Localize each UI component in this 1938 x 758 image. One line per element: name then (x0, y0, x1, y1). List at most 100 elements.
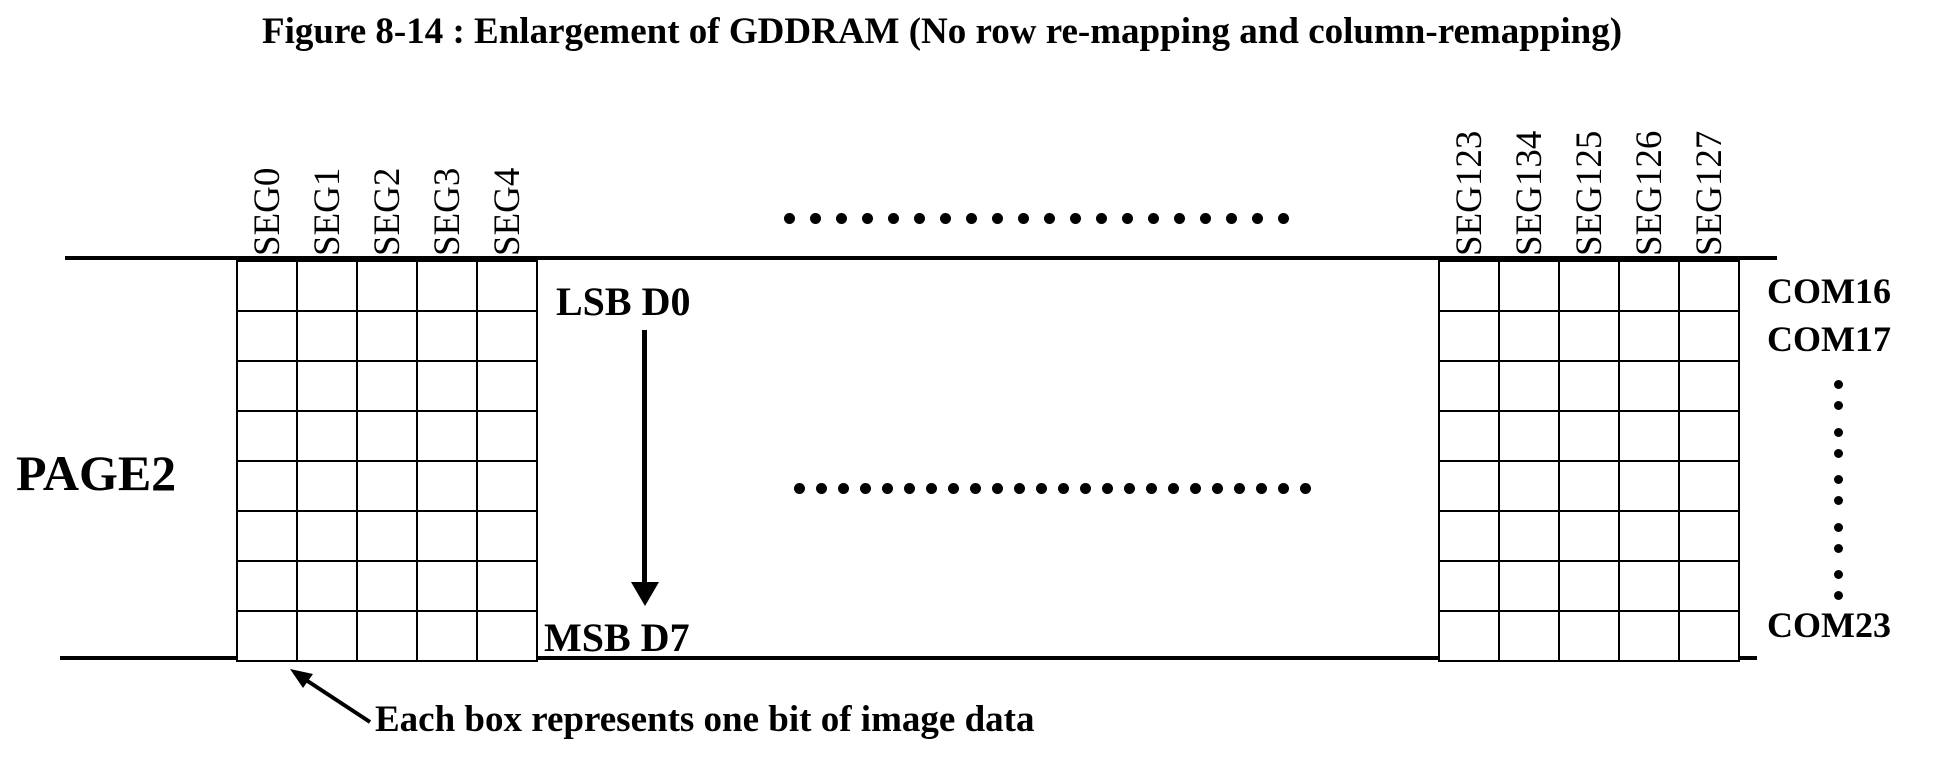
com23-label: COM23 (1767, 605, 1891, 645)
bit-cell (478, 312, 536, 360)
ellipsis-dot (1190, 483, 1201, 494)
ellipsis-dot (1278, 213, 1289, 224)
ellipsis-dot (1252, 213, 1263, 224)
bit-cell (298, 562, 356, 610)
bit-cell (418, 512, 476, 560)
bit-cell (1680, 462, 1738, 510)
bit-cell (298, 312, 356, 360)
ellipsis-dot (810, 213, 821, 224)
bit-cell (418, 262, 476, 310)
bit-cell (1440, 562, 1498, 610)
bit-cell (298, 512, 356, 560)
ellipsis-dot (1122, 213, 1133, 224)
com16-label: COM16 (1767, 271, 1891, 311)
bit-cell (298, 412, 356, 460)
ellipsis-dot (838, 483, 849, 494)
figure-title: Figure 8-14 : Enlargement of GDDRAM (No … (262, 11, 1623, 52)
bit-cell (358, 312, 416, 360)
ellipsis-dot (1096, 213, 1107, 224)
bit-cell (1440, 312, 1498, 360)
right-bit-grid (1438, 260, 1740, 662)
bit-cell (478, 612, 536, 660)
bit-cell (1560, 612, 1618, 660)
bit-cell (1560, 362, 1618, 410)
lsb-d0-label: LSB D0 (556, 279, 691, 324)
com17-label: COM17 (1767, 319, 1891, 359)
ellipsis-dot (1036, 483, 1047, 494)
com-ellipsis-dot (1834, 380, 1843, 389)
bit-cell (358, 462, 416, 510)
bit-cell (298, 362, 356, 410)
bit-cell (1680, 612, 1738, 660)
bit-cell (418, 412, 476, 460)
bit-cell (478, 462, 536, 510)
ellipsis-dot (1212, 483, 1223, 494)
bit-cell (1500, 362, 1558, 410)
page2-label: PAGE2 (16, 445, 177, 501)
bit-cell (238, 612, 296, 660)
ellipsis-dot (816, 483, 827, 494)
bit-cell (358, 362, 416, 410)
bit-cell (1440, 512, 1498, 560)
com-ellipsis-dot (1834, 570, 1843, 579)
annotation-arrow-icon (290, 669, 372, 724)
bit-cell (1500, 612, 1558, 660)
bit-cell (1440, 612, 1498, 660)
ellipsis-dot (836, 213, 847, 224)
bit-cell (478, 412, 536, 460)
bit-cell (1620, 262, 1678, 310)
bit-cell (1560, 262, 1618, 310)
ellipsis-dot (1148, 213, 1159, 224)
ellipsis-dot (1124, 483, 1135, 494)
ellipsis-dot (784, 213, 795, 224)
bit-cell (1620, 412, 1678, 460)
bit-cell (238, 312, 296, 360)
ellipsis-dot (1058, 483, 1069, 494)
ellipsis-dot (1018, 213, 1029, 224)
bit-cell (1620, 612, 1678, 660)
bit-cell (1560, 512, 1618, 560)
ellipsis-dot (940, 213, 951, 224)
bit-cell (1500, 262, 1558, 310)
ellipsis-dot (888, 213, 899, 224)
ellipsis-dot (862, 213, 873, 224)
bit-cell (1560, 562, 1618, 610)
bit-cell (238, 562, 296, 610)
ellipsis-dot (948, 483, 959, 494)
bit-cell (1680, 412, 1738, 460)
ellipsis-dot (970, 483, 981, 494)
seg-column-label: SEG1 (307, 167, 348, 256)
bit-cell (238, 462, 296, 510)
bit-cell (1680, 562, 1738, 610)
bit-cell (1440, 362, 1498, 410)
com-ellipsis-dot (1834, 496, 1843, 505)
bit-cell (358, 512, 416, 560)
ellipsis-dot (914, 213, 925, 224)
bit-cell (1500, 412, 1558, 460)
com-ellipsis-dot (1834, 591, 1843, 600)
ellipsis-dot (1014, 483, 1025, 494)
com-ellipsis-dot (1834, 543, 1843, 553)
ellipsis-dot (1200, 213, 1211, 224)
ellipsis-dot (860, 483, 871, 494)
bit-cell (1560, 462, 1618, 510)
com-ellipsis-dot (1834, 401, 1843, 410)
seg-column-label: SEG123 (1449, 130, 1490, 256)
bit-cell (1500, 462, 1558, 510)
ellipsis-dot (904, 483, 915, 494)
top-boundary-line (65, 256, 1777, 260)
bit-cell (1500, 312, 1558, 360)
ellipsis-dot (1256, 483, 1267, 494)
bit-cell (1620, 562, 1678, 610)
ellipsis-dot (992, 213, 1003, 224)
bit-cell (1680, 362, 1738, 410)
bit-order-arrowhead-icon (631, 582, 659, 606)
com-ellipsis-dot (1834, 475, 1843, 484)
msb-d7-label: MSB D7 (544, 615, 690, 660)
left-bit-grid (236, 260, 538, 662)
ellipsis-dot (926, 483, 937, 494)
bit-cell (478, 562, 536, 610)
bit-cell (1440, 462, 1498, 510)
bit-cell (478, 362, 536, 410)
